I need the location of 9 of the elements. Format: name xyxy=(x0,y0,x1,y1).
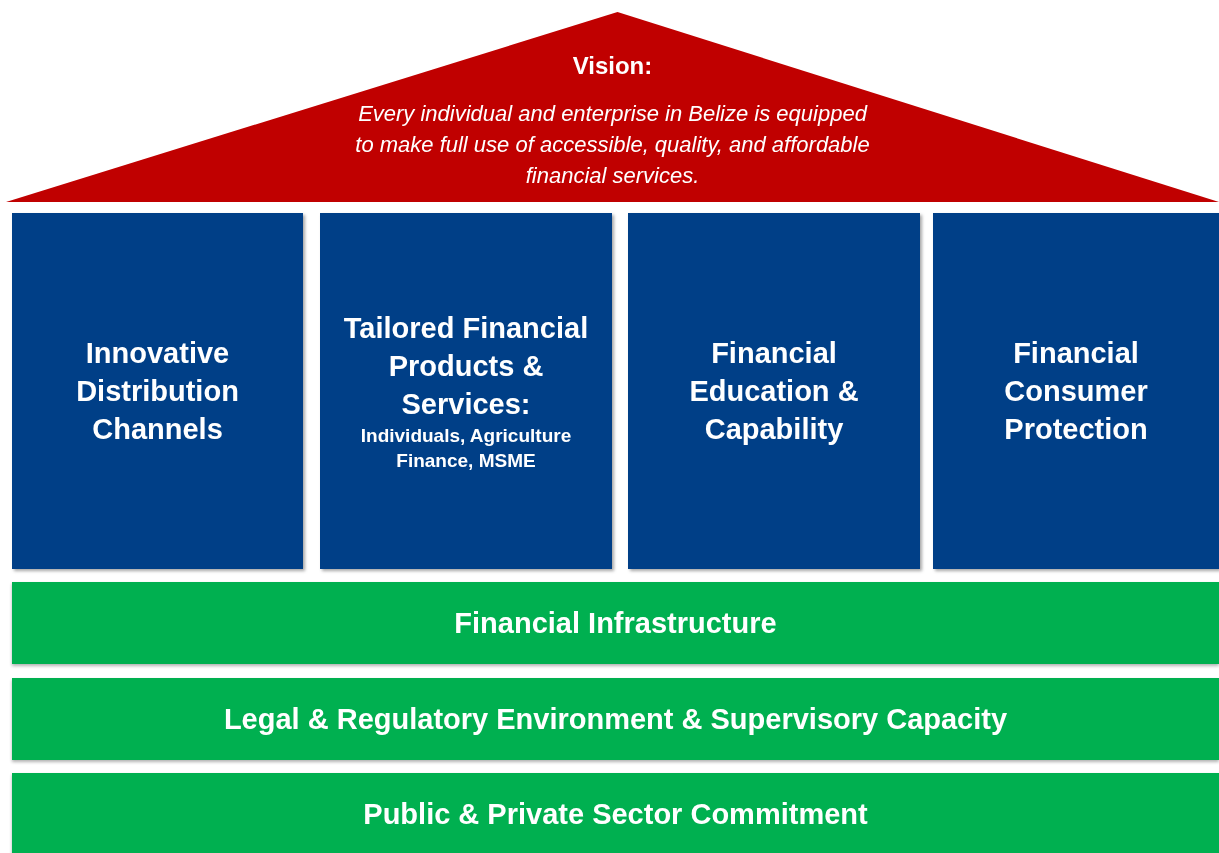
foundation-band: Legal & Regulatory Environment & Supervisory Capacity xyxy=(12,678,1219,760)
pillar-box xyxy=(320,213,612,569)
pillar-box: Innovative Distribution Channels xyxy=(12,213,303,569)
heading-text: Tailored Financial Products & Services: xyxy=(342,311,590,422)
foundation-band: Financial Infrastructure xyxy=(12,582,1219,664)
body-text: Individuals, Agriculture Finance, MSME xyxy=(359,424,573,473)
pillar-box: Financial Education & Capability xyxy=(628,213,920,569)
pillar-box: Financial Consumer Protection xyxy=(933,213,1219,569)
foundation-band: Public & Private Sector Commitment xyxy=(12,773,1219,853)
